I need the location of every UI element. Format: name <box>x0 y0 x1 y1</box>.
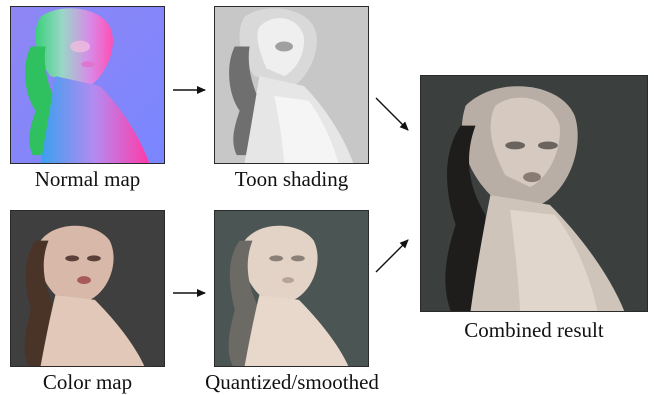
toon-shading-caption: Toon shading <box>204 167 379 191</box>
color-map-caption: Color map <box>10 370 165 394</box>
normal-map-caption: Normal map <box>10 167 165 191</box>
combined-result-caption: Combined result <box>420 318 648 342</box>
quantized-caption: Quantized/smoothed <box>192 370 392 394</box>
arrow-toon-to-combined <box>376 98 408 130</box>
arrow-quantized-to-combined <box>376 240 408 272</box>
